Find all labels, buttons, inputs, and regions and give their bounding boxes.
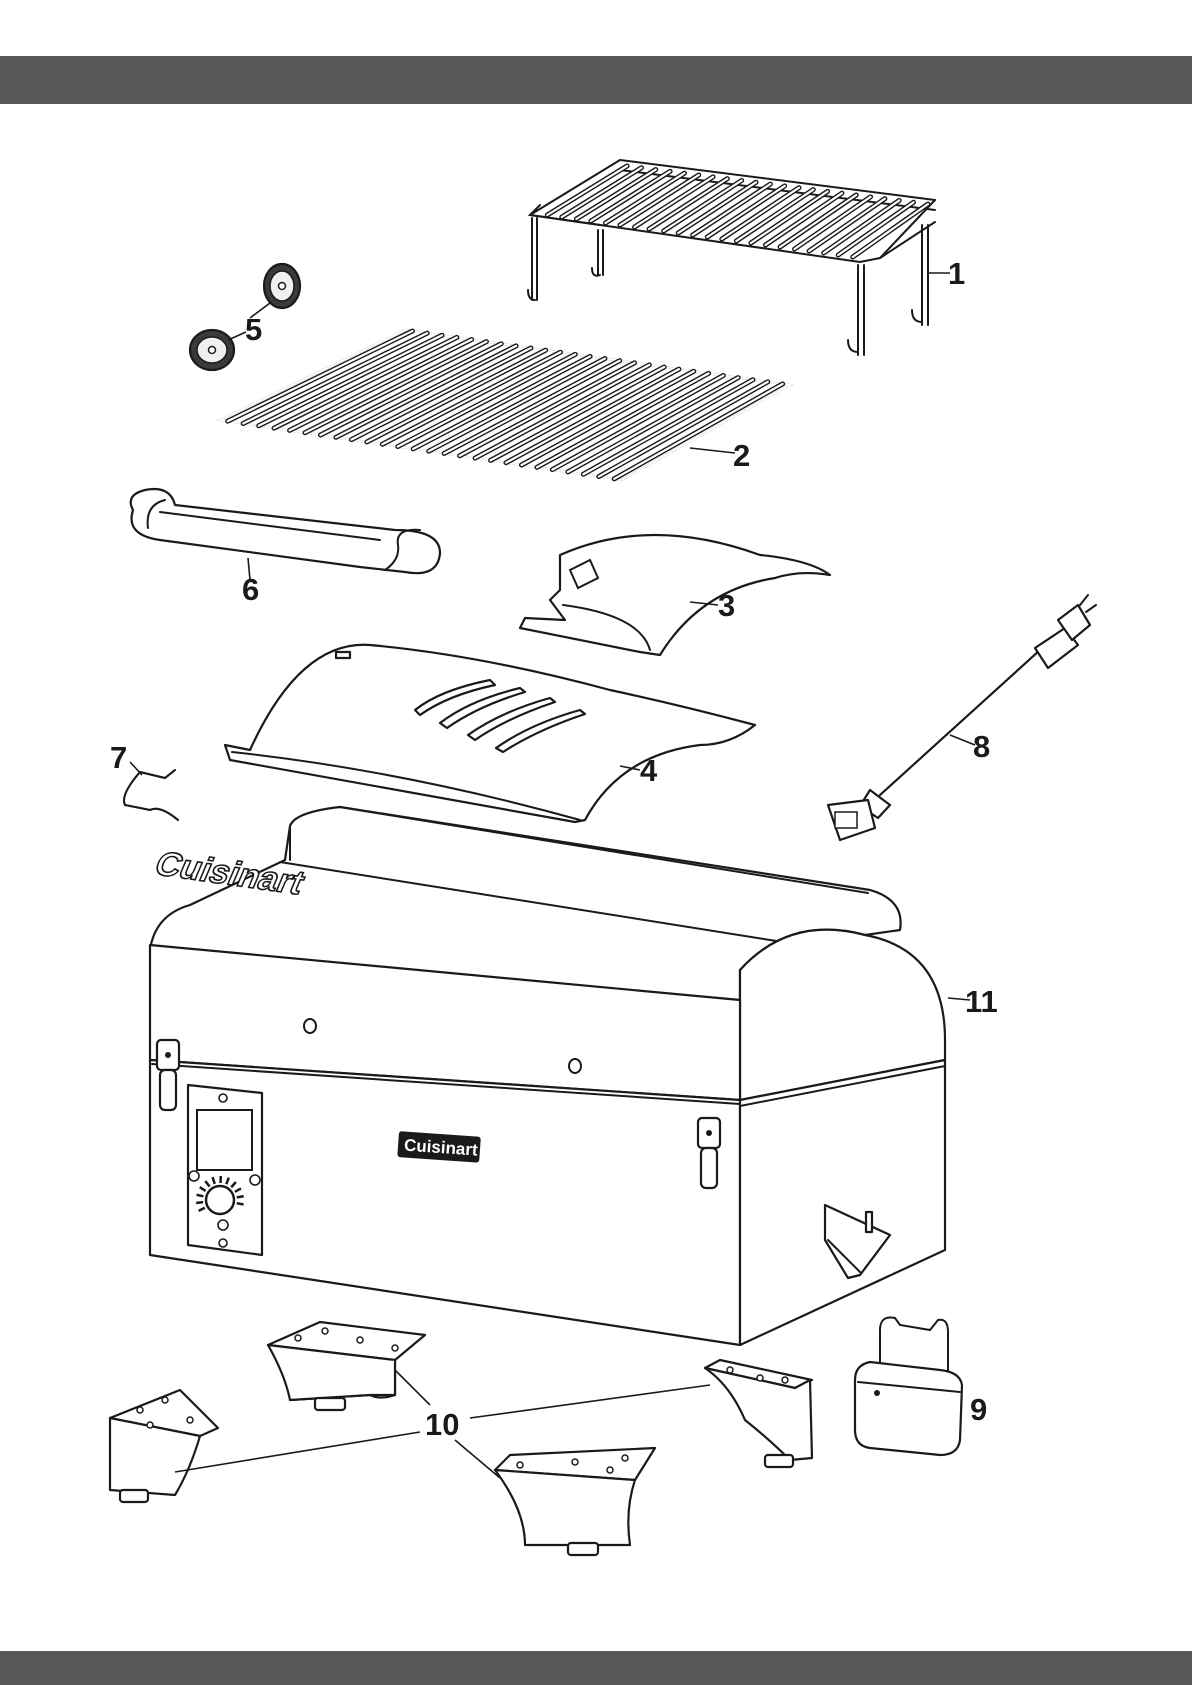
control-panel (188, 1085, 262, 1255)
warming-rack (528, 160, 935, 355)
leg-front-center (495, 1448, 655, 1555)
power-cord (828, 595, 1096, 840)
cooking-grate (220, 330, 790, 480)
callout-11: 11 (965, 984, 998, 1019)
leg-right (705, 1360, 812, 1467)
callout-7: 7 (110, 740, 127, 775)
callout-10: 10 (425, 1407, 459, 1442)
latch-left (157, 1040, 179, 1110)
leg-back-left (268, 1322, 425, 1410)
grease-bucket-hook (124, 770, 178, 820)
callout-4: 4 (640, 753, 658, 788)
heat-baffle (225, 645, 755, 822)
leader-8 (950, 735, 975, 745)
drip-tray (520, 535, 830, 655)
callout-9: 9 (970, 1392, 987, 1427)
callout-6: 6 (242, 572, 259, 607)
grill-body: Cuisinart Cuisinart (149, 807, 945, 1345)
legs (110, 1322, 812, 1555)
dial-tick (237, 1196, 244, 1197)
dial-tick (237, 1203, 244, 1204)
leg-front-left (110, 1390, 218, 1502)
lid-handle (131, 489, 440, 573)
dial-tick (196, 1202, 203, 1203)
grease-bucket (855, 1318, 962, 1456)
callout-8: 8 (973, 729, 990, 764)
callout-2: 2 (733, 438, 750, 473)
dial-tick (197, 1195, 204, 1197)
callout-3: 3 (718, 588, 735, 623)
callout-1: 1 (948, 256, 965, 291)
latch-right (698, 1118, 720, 1188)
leader-7 (130, 762, 142, 775)
callout-5: 5 (245, 312, 262, 347)
leader-2 (690, 448, 735, 453)
